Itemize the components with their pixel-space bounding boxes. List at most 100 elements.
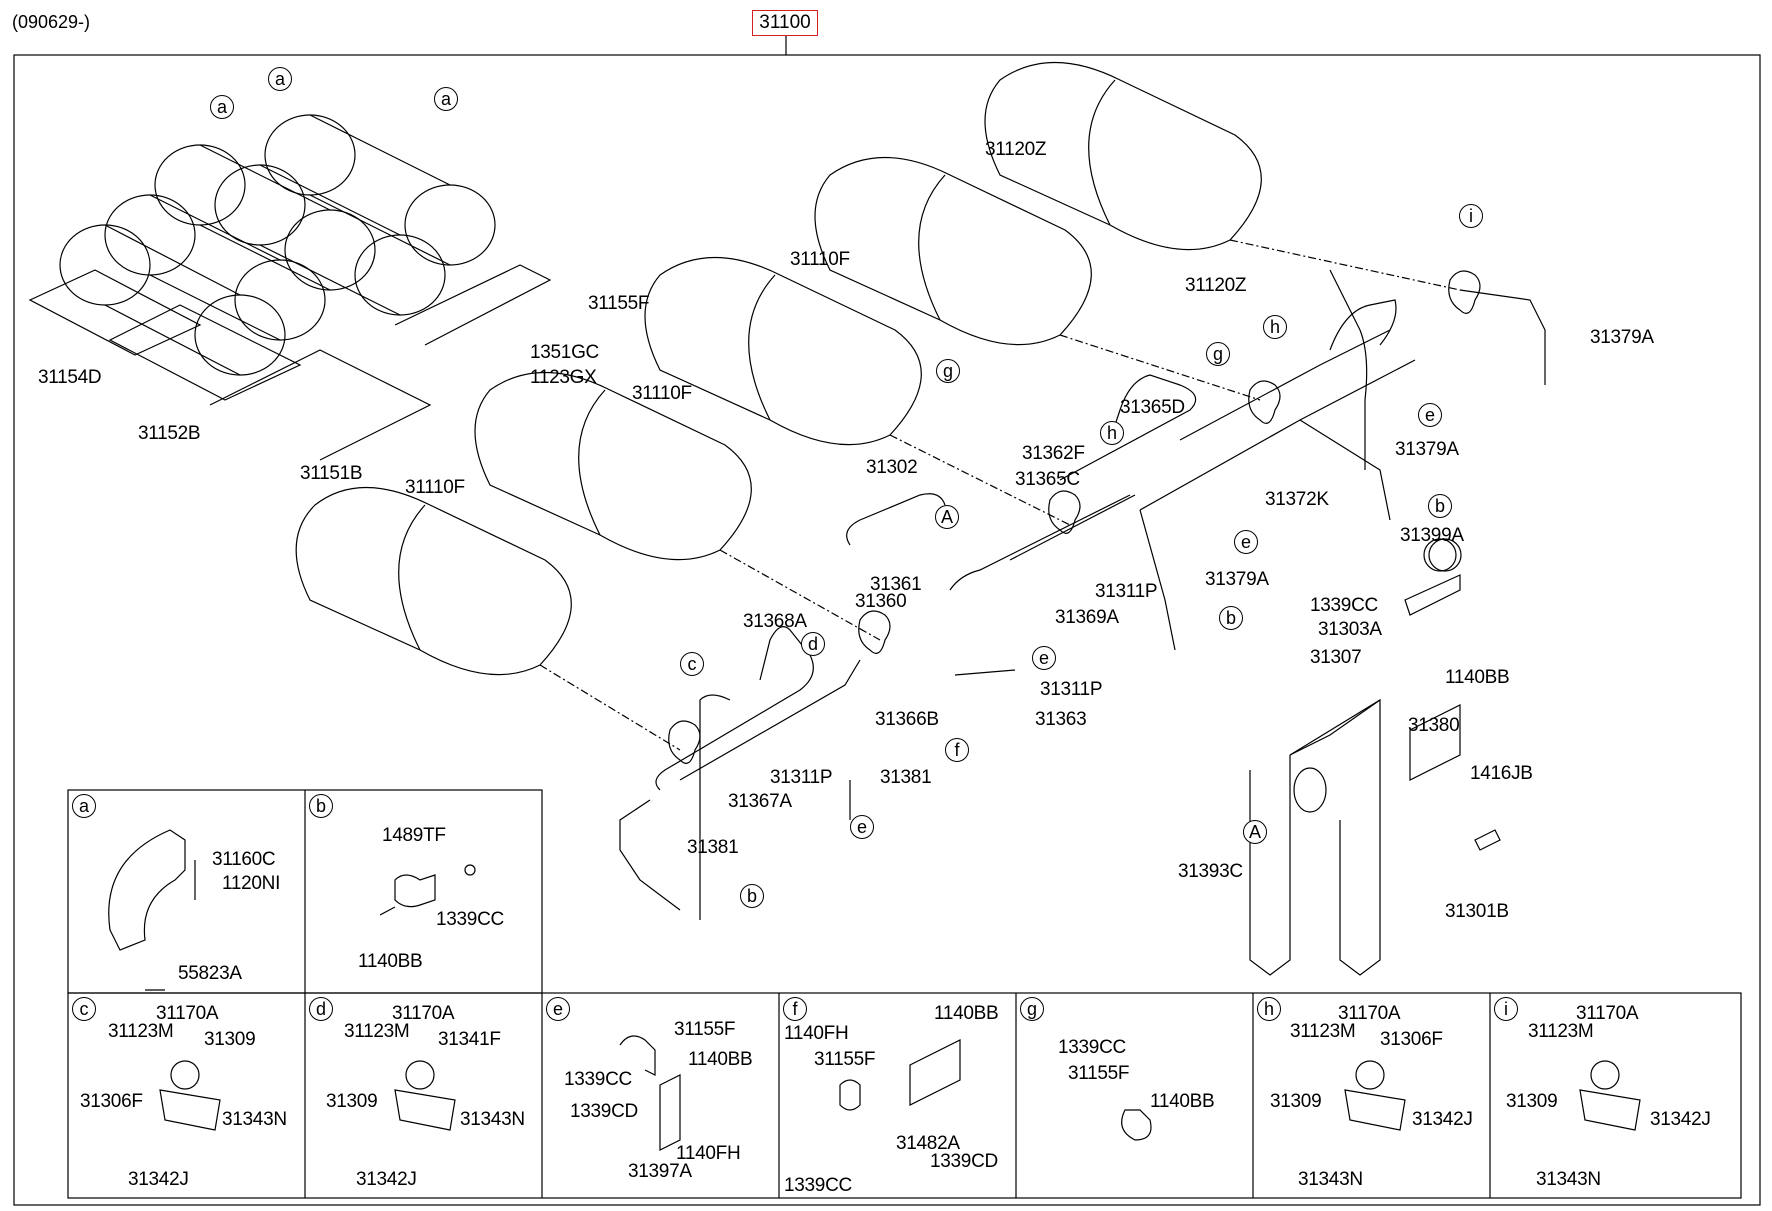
part-callout[interactable]: 1123GX [530,367,597,388]
part-callout[interactable]: 31368A [743,611,807,632]
panel-h-label[interactable]: 31343N [1298,1169,1363,1190]
panel-c-label[interactable]: 31123M [108,1021,174,1042]
panel-b-label[interactable]: 1339CC [436,909,504,930]
ref-marker-i[interactable]: i [1459,204,1483,228]
part-callout[interactable]: 31362F [1022,443,1085,464]
panel-d-label[interactable]: 31341F [438,1029,501,1050]
part-callout[interactable]: 31154D [38,367,102,388]
part-callout[interactable]: 31110F [632,383,692,404]
part-callout[interactable]: 31311P [1095,581,1158,602]
panel-i-label[interactable]: 31170A [1576,1003,1639,1024]
ref-marker-g[interactable]: g [1206,342,1230,366]
part-callout[interactable]: 31311P [1040,679,1103,700]
part-callout[interactable]: 31360 [855,591,907,612]
ref-marker-A[interactable]: A [1243,820,1267,844]
panel-d-label[interactable]: 31342J [356,1169,417,1190]
panel-h-label[interactable]: 31309 [1270,1091,1322,1112]
ref-marker-a[interactable]: a [434,87,458,111]
panel-h-label[interactable]: 31306F [1380,1029,1443,1050]
panel-g-label[interactable]: 1140BB [1150,1091,1215,1112]
panel-c-label[interactable]: 31343N [222,1109,287,1130]
part-callout[interactable]: 31372K [1265,489,1329,510]
panel-f-label[interactable]: 31482A [896,1133,960,1154]
ref-marker-b[interactable]: b [1428,494,1452,518]
panel-f-label[interactable]: 1339CC [784,1175,852,1196]
panel-h-label[interactable]: 31123M [1290,1021,1356,1042]
ref-marker-a[interactable]: a [268,67,292,91]
part-callout[interactable]: 31151B [300,463,363,484]
part-callout[interactable]: 31155F [588,293,650,314]
panel-f-label[interactable]: 1140BB [934,1003,999,1024]
part-callout[interactable]: 31393C [1178,861,1243,882]
panel-d-label[interactable]: 31309 [326,1091,378,1112]
part-callout[interactable]: 31302 [866,457,918,478]
panel-i-label[interactable]: 31342J [1650,1109,1711,1130]
part-callout[interactable]: 31307 [1310,647,1362,668]
part-callout[interactable]: 31363 [1035,709,1087,730]
panel-c-label[interactable]: 31306F [80,1091,143,1112]
panel-f-label[interactable]: 1140FH [784,1023,849,1044]
part-callout[interactable]: 31303A [1318,619,1382,640]
part-callout[interactable]: 31120Z [1185,275,1247,296]
panel-c-label[interactable]: 31342J [128,1169,189,1190]
panel-h-label[interactable]: 31170A [1338,1003,1401,1024]
part-callout[interactable]: 31367A [728,791,792,812]
panel-b-label[interactable]: 1140BB [358,951,423,972]
ref-marker-A[interactable]: A [935,505,959,529]
panel-a-label[interactable]: 55823A [178,963,242,984]
panel-c-label[interactable]: 31170A [156,1003,219,1024]
part-callout[interactable]: 31110F [790,249,850,270]
panel-d-label[interactable]: 31123M [344,1021,410,1042]
part-callout[interactable]: 31361 [870,574,922,595]
panel-d-label[interactable]: 31343N [460,1109,525,1130]
ref-marker-b[interactable]: b [740,884,764,908]
panel-g-label[interactable]: 1339CC [1058,1037,1126,1058]
ref-marker-e[interactable]: e [850,815,874,839]
part-callout[interactable]: 31399A [1400,525,1464,546]
part-callout[interactable]: 1140BB [1445,667,1510,688]
panel-d-label[interactable]: 31170A [392,1003,455,1024]
panel-h-label[interactable]: 31342J [1412,1109,1473,1130]
assembly-code[interactable]: 31100 [752,10,818,36]
panel-a-label[interactable]: 31160C [212,849,276,870]
panel-i-label[interactable]: 31309 [1506,1091,1558,1112]
part-callout[interactable]: 31152B [138,423,201,444]
ref-marker-b[interactable]: b [1219,606,1243,630]
panel-b-label[interactable]: 1489TF [382,825,446,846]
part-callout[interactable]: 31365D [1120,397,1185,418]
panel-e-label[interactable]: 1140BB [688,1049,753,1070]
part-callout[interactable]: 31369A [1055,607,1119,628]
ref-marker-e[interactable]: e [1032,646,1056,670]
ref-marker-h[interactable]: h [1263,315,1287,339]
ref-marker-e[interactable]: e [1418,403,1442,427]
part-callout[interactable]: 31366B [875,709,939,730]
panel-c-label[interactable]: 31309 [204,1029,256,1050]
part-callout[interactable]: 31301B [1445,901,1509,922]
ref-marker-d[interactable]: d [801,632,825,656]
panel-e-label[interactable]: 1140FH [676,1143,741,1164]
ref-marker-h[interactable]: h [1100,421,1124,445]
part-callout[interactable]: 31311P [770,767,833,788]
part-callout[interactable]: 31365C [1015,469,1080,490]
panel-g-label[interactable]: 31155F [1068,1063,1130,1084]
panel-e-label[interactable]: 1339CD [570,1101,638,1122]
part-callout[interactable]: 31381 [880,767,932,788]
panel-f-label[interactable]: 31155F [814,1049,876,1070]
part-callout[interactable]: 31380 [1408,715,1460,736]
ref-marker-a[interactable]: a [210,95,234,119]
panel-i-label[interactable]: 31343N [1536,1169,1601,1190]
panel-e-label[interactable]: 31397A [628,1161,692,1182]
panel-e-label[interactable]: 31155F [674,1019,736,1040]
ref-marker-e[interactable]: e [1234,530,1258,554]
panel-a-label[interactable]: 1120NI [222,873,281,894]
part-callout[interactable]: 31379A [1395,439,1459,460]
part-callout[interactable]: 31379A [1205,569,1269,590]
panel-e-label[interactable]: 1339CC [564,1069,632,1090]
part-callout[interactable]: 1339CC [1310,595,1378,616]
panel-i-label[interactable]: 31123M [1528,1021,1594,1042]
panel-f-label[interactable]: 1339CD [930,1151,998,1172]
part-callout[interactable]: 31110F [405,477,465,498]
part-callout[interactable]: 31379A [1590,327,1654,348]
part-callout[interactable]: 1351GC [530,342,599,363]
part-callout[interactable]: 31120Z [985,139,1047,160]
